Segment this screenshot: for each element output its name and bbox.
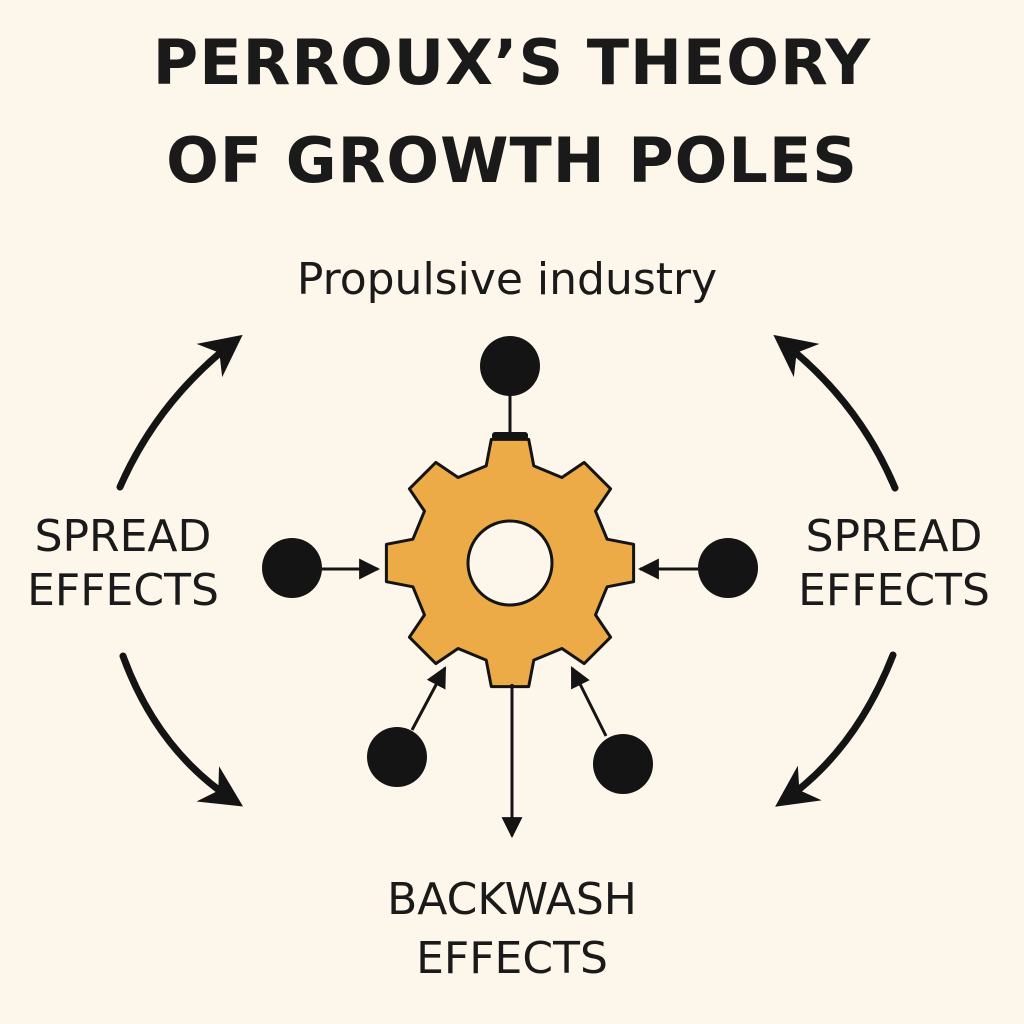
bottom-left-node [367, 727, 427, 787]
bottom-left-node-arrow [410, 666, 447, 731]
bottom-right-node [593, 734, 653, 794]
left-spread-line2: EFFECTS [27, 564, 219, 616]
diagram-title-line2: OF GROWTH POLES [166, 124, 858, 197]
curved-arrow-lower-right [775, 651, 897, 807]
bottom-right-node-arrow [570, 666, 608, 737]
right-spread-effects-label: SPREAD EFFECTS [744, 510, 1024, 617]
backwash-effects-label: BACKWASH EFFECTS [362, 870, 662, 989]
left-spread-line1: SPREAD [34, 511, 212, 562]
diagram-title-line1: PERROUX’S THEORY [152, 26, 872, 99]
left-spread-effects-label: SPREAD EFFECTS [0, 510, 273, 617]
curved-arrow-upper-left [116, 334, 243, 491]
gear-hole [466, 519, 554, 607]
right-node [698, 538, 758, 598]
curved-arrow-upper-right [773, 334, 899, 492]
right-spread-line1: SPREAD [805, 511, 983, 562]
backwash-line1: BACKWASH [387, 874, 637, 925]
gear-icon [384, 437, 636, 689]
propulsive-industry-label: Propulsive industry [296, 254, 718, 305]
left-node [262, 538, 322, 598]
top-connector-cap [492, 432, 528, 440]
right-spread-line2: EFFECTS [798, 564, 990, 616]
curved-arrow-lower-left [119, 652, 244, 807]
top-node [480, 336, 540, 396]
backwash-line2: EFFECTS [416, 933, 608, 985]
